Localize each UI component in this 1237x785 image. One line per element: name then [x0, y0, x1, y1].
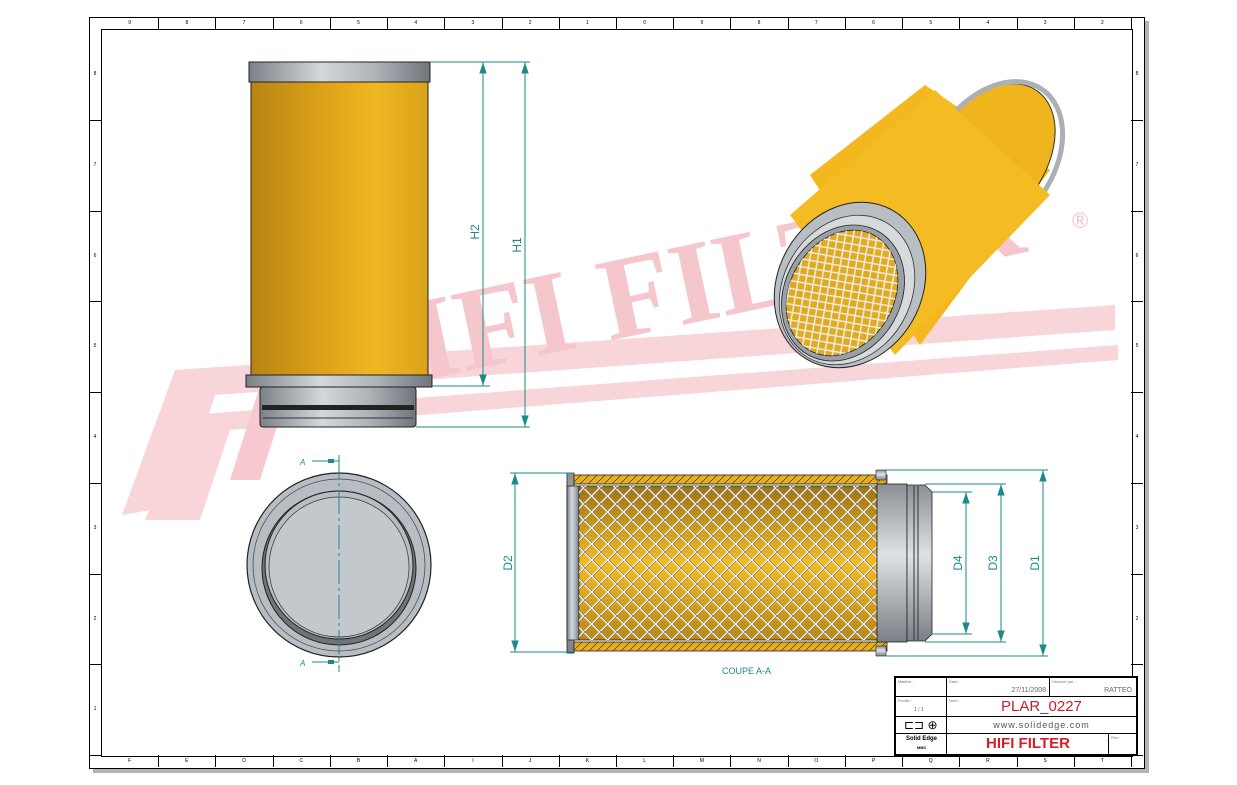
zone-label-top: 7 [814, 20, 818, 26]
zone-label-top: 9 [128, 20, 131, 26]
zone-label-bottom: C [299, 758, 304, 764]
zone-label-right: 3 [1135, 524, 1139, 531]
zone-label-bottom: M [699, 758, 704, 764]
software-sub: MBS [917, 745, 926, 750]
zone-label-top: 2 [1100, 20, 1104, 26]
date-value: 27/11/2008 [1011, 687, 1046, 694]
projection-symbol-icon: ⊏⊐ ⊕ [904, 718, 938, 732]
zone-label-right: 6 [1135, 252, 1139, 259]
zone-label-top: 0 [643, 20, 646, 26]
zone-label-right: 7 [1135, 161, 1139, 168]
zone-label-bottom: L [643, 758, 646, 764]
zone-label-left: 7 [93, 161, 97, 168]
zone-label-bottom: F [128, 758, 132, 764]
zone-label-left: 8 [93, 71, 97, 77]
zone-label-top: 5 [357, 20, 360, 26]
section-view [566, 469, 933, 657]
zone-label-bottom: D [242, 758, 246, 764]
date-cell: Date : 27/11/2008 [947, 678, 1050, 697]
zone-label-left: 2 [93, 615, 97, 622]
title-block: Matière : Date : 27/11/2008 Dessiné par … [894, 676, 1138, 756]
part-number: PLAR_0227 [1001, 698, 1082, 715]
company-cell: HIFI FILTER [947, 734, 1109, 754]
zone-label-left: 4 [93, 434, 97, 440]
website-cell: www.solidedge.com [947, 717, 1136, 734]
website: www.solidedge.com [993, 720, 1090, 730]
svg-text:®: ® [1072, 208, 1088, 233]
zone-label-bottom: P [871, 758, 876, 764]
svg-text:A: A [299, 458, 305, 467]
name-cell: Nom : PLAR_0227 [947, 697, 1136, 717]
zone-label-top: 9 [700, 20, 704, 26]
front-dimensions [416, 61, 530, 428]
zone-label-top: 2 [528, 20, 532, 26]
zone-label-right: 5 [1135, 343, 1139, 350]
svg-text:H1: H1 [510, 237, 524, 253]
zone-label-top: 1 [585, 20, 589, 26]
zone-label-top: 6 [872, 20, 875, 26]
zone-label-bottom: A [414, 758, 418, 764]
zone-label-bottom: S [1043, 758, 1047, 764]
svg-text:D3: D3 [986, 555, 1000, 571]
zone-label-bottom: Q [928, 758, 933, 764]
svg-text:D2: D2 [501, 555, 515, 571]
zone-label-bottom: O [814, 758, 819, 764]
zone-label-top: 4 [414, 20, 418, 26]
zone-label-top: 8 [757, 20, 761, 26]
company-name: HIFI FILTER [986, 735, 1070, 752]
zone-label-left: 1 [93, 706, 97, 713]
drawn-by-cell: Dessiné par : RATTEO [1050, 678, 1136, 697]
zone-label-left: 3 [93, 524, 97, 531]
drawn-by-value: RATTEO [1104, 687, 1132, 694]
software-cell: Solid Edge MBS [896, 734, 947, 754]
zone-label-bottom: I [472, 758, 474, 764]
svg-text:COUPE A-A: COUPE A-A [722, 666, 771, 676]
sheet-cell: Feuille : 1 / 1 [896, 697, 947, 717]
svg-text:A: A [299, 659, 305, 668]
end-view: A A [246, 455, 432, 672]
zone-label-top: 5 [929, 20, 933, 26]
zone-label-bottom: N [757, 758, 761, 764]
software-name: Solid Edge [905, 736, 937, 742]
isometric-view [773, 79, 1066, 369]
zone-label-top: 3 [1043, 20, 1047, 26]
zone-label-right: 4 [1135, 434, 1139, 440]
svg-text:D4: D4 [951, 555, 965, 571]
zone-label-left: 5 [93, 343, 97, 350]
zone-label-top: 8 [185, 20, 189, 26]
section-dimensions [510, 469, 1048, 657]
drawing-frame [101, 29, 1133, 757]
material-cell: Matière : [896, 678, 947, 697]
zone-label-top: 3 [471, 20, 475, 26]
svg-text:H2: H2 [468, 224, 482, 240]
sheet-value: 1 / 1 [914, 707, 924, 713]
zone-label-right: 2 [1135, 615, 1139, 622]
zone-label-top: 7 [242, 20, 246, 26]
zone-label-bottom: R [986, 758, 990, 764]
revision-cell: Rev : [1111, 735, 1121, 740]
zone-label-bottom: E [185, 758, 189, 764]
zone-label-bottom: J [528, 758, 532, 764]
zone-label-top: 4 [986, 20, 990, 26]
zone-label-bottom: T [1100, 758, 1104, 764]
zone-label-bottom: K [585, 758, 590, 764]
svg-text:D1: D1 [1028, 555, 1042, 571]
projection-cell: ⊏⊐ ⊕ [896, 717, 947, 734]
front-view [245, 61, 433, 428]
zone-label-bottom: B [356, 758, 361, 764]
zone-label-top: 6 [299, 20, 303, 26]
zone-label-right: 8 [1135, 71, 1139, 77]
zone-label-left: 6 [93, 252, 97, 259]
